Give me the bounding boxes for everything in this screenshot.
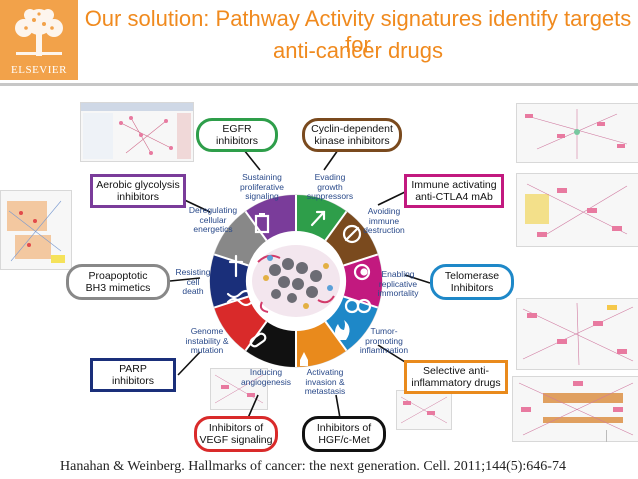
hallmark-segment-inflammation	[296, 321, 347, 367]
pathway-thumbnail-right-2	[516, 173, 638, 247]
drug-text: Inhibitors of HGF/c-Met	[316, 422, 372, 446]
drug-text: EGFR inhibitors	[215, 123, 259, 147]
hallmark-label-immune: Avoiding immune destruction	[356, 206, 412, 236]
hallmark-text: Evading growth suppressors	[306, 172, 354, 201]
drug-text: Telomerase Inhibitors	[444, 270, 500, 294]
hallmark-segment-growth	[325, 211, 378, 266]
drug-text: Proapoptotic BH3 mimetics	[85, 270, 151, 294]
drug-text: Inhibitors of VEGF signaling	[199, 422, 273, 446]
slide-title-line-1: Our solution: Pathway Activity signature…	[84, 6, 632, 57]
pathway-thumbnail-right-1	[516, 103, 638, 163]
drug-box-telomerase: Telomerase Inhibitors	[430, 264, 514, 300]
hallmark-segment-energetics	[245, 195, 296, 241]
hallmark-text: Tumor- promoting inflammation	[359, 326, 409, 355]
pathway-thumbnail-right-3	[516, 298, 638, 370]
rocket-icon	[300, 352, 308, 366]
drug-box-cdk: Cyclin-dependent kinase inhibitors	[302, 118, 402, 152]
drug-text: Selective anti- inflammatory drugs	[411, 365, 501, 389]
drug-text: Immune activating anti-CTLA4 mAb	[411, 179, 497, 203]
connector-arrows	[169, 149, 431, 419]
dagger-icon	[228, 254, 244, 278]
title-divider	[0, 83, 638, 86]
battery-icon	[254, 213, 270, 234]
drug-box-anti-inflammatory: Selective anti- inflammatory drugs	[404, 360, 508, 394]
slide-title-line-2: anti-cancer drugs	[273, 38, 443, 63]
no-entry-icon	[342, 224, 362, 244]
hallmark-label-growth: Evading growth suppressors	[300, 172, 360, 202]
hallmark-segment-cell-death	[214, 211, 267, 266]
hallmark-text: Enabling replicative immortality	[377, 269, 419, 298]
pathway-network-image	[400, 396, 448, 424]
dna-icon	[226, 289, 254, 307]
tree-icon	[15, 9, 63, 56]
arrow-icon	[310, 210, 326, 227]
hallmark-label-invasion: Activating invasion & metastasis	[297, 367, 353, 397]
pathway-thumbnail-bottom-right	[396, 390, 452, 430]
drug-text: Cyclin-dependent kinase inhibitors	[311, 123, 393, 147]
drug-box-vegf: Inhibitors of VEGF signaling	[194, 416, 278, 452]
logo-wordmark: ELSEVIER	[11, 64, 67, 76]
immune-cell-icon	[353, 263, 371, 281]
pathway-thumbnail-right-4	[512, 376, 638, 442]
drug-text: Aerobic glycolysis inhibitors	[96, 179, 180, 203]
drug-box-parp: PARP inhibitors	[90, 358, 176, 392]
hallmark-label-proliferative: Sustaining proliferative signaling	[232, 172, 292, 202]
infinity-icon	[344, 298, 372, 314]
hallmark-segment-proliferative	[296, 195, 347, 241]
citation: Hanahan & Weinberg. Hallmarks of cancer:…	[60, 459, 566, 474]
hallmark-label-genome: Genome instability & mutation	[178, 326, 236, 356]
hallmark-segment-invasion	[245, 321, 296, 367]
pathway-network-image	[7, 200, 65, 263]
hallmark-label-angiogenesis: Inducing angiogenesis	[238, 367, 294, 387]
pathway-thumbnail-top-left	[80, 102, 194, 162]
elsevier-logo: ELSEVIER	[0, 0, 78, 80]
drug-box-bh3: Proapoptotic BH3 mimetics	[66, 264, 170, 300]
drug-box-ctla4: Immune activating anti-CTLA4 mAb	[404, 174, 504, 208]
hallmark-text: Activating invasion & metastasis	[304, 367, 346, 396]
hallmark-label-cell-death: Resisting cell death	[170, 267, 216, 297]
hallmark-text: Genome instability & mutation	[185, 326, 229, 355]
hallmark-text: Avoiding immune destruction	[363, 206, 405, 235]
pathway-network-image	[522, 302, 634, 366]
pathway-network-image	[81, 103, 193, 159]
drug-text: PARP inhibitors	[111, 363, 155, 387]
capsule-icon	[249, 332, 267, 348]
drug-box-hgf: Inhibitors of HGF/c-Met	[302, 416, 386, 452]
drug-box-egfr: EGFR inhibitors	[196, 118, 278, 152]
pathway-thumbnail-left	[0, 190, 72, 270]
pathway-network-image	[525, 183, 628, 237]
pathway-network-image	[525, 109, 628, 159]
pathway-network-image	[518, 381, 634, 436]
hallmark-label-immortality: Enabling replicative immortality	[370, 269, 426, 299]
pathway-thumbnail-bottom-center	[210, 368, 268, 410]
wheel-ring	[209, 194, 383, 368]
page-marker	[606, 430, 607, 442]
pathway-network-image	[214, 374, 264, 404]
flame-icon	[335, 320, 350, 340]
hallmark-label-inflammation: Tumor- promoting inflammation	[356, 326, 412, 356]
hallmark-label-energetics: Deregulating cellular energetics	[182, 205, 244, 235]
hallmark-text: Resisting cell death	[175, 267, 211, 296]
drug-box-glycolysis: Aerobic glycolysis inhibitors	[90, 174, 186, 208]
hallmark-text: Deregulating cellular energetics	[188, 205, 238, 234]
hallmark-segment-immune	[343, 254, 383, 308]
tumor-microenvironment-image	[252, 245, 340, 317]
hallmark-text: Inducing angiogenesis	[240, 367, 292, 387]
hallmark-text: Sustaining proliferative signaling	[240, 172, 284, 201]
